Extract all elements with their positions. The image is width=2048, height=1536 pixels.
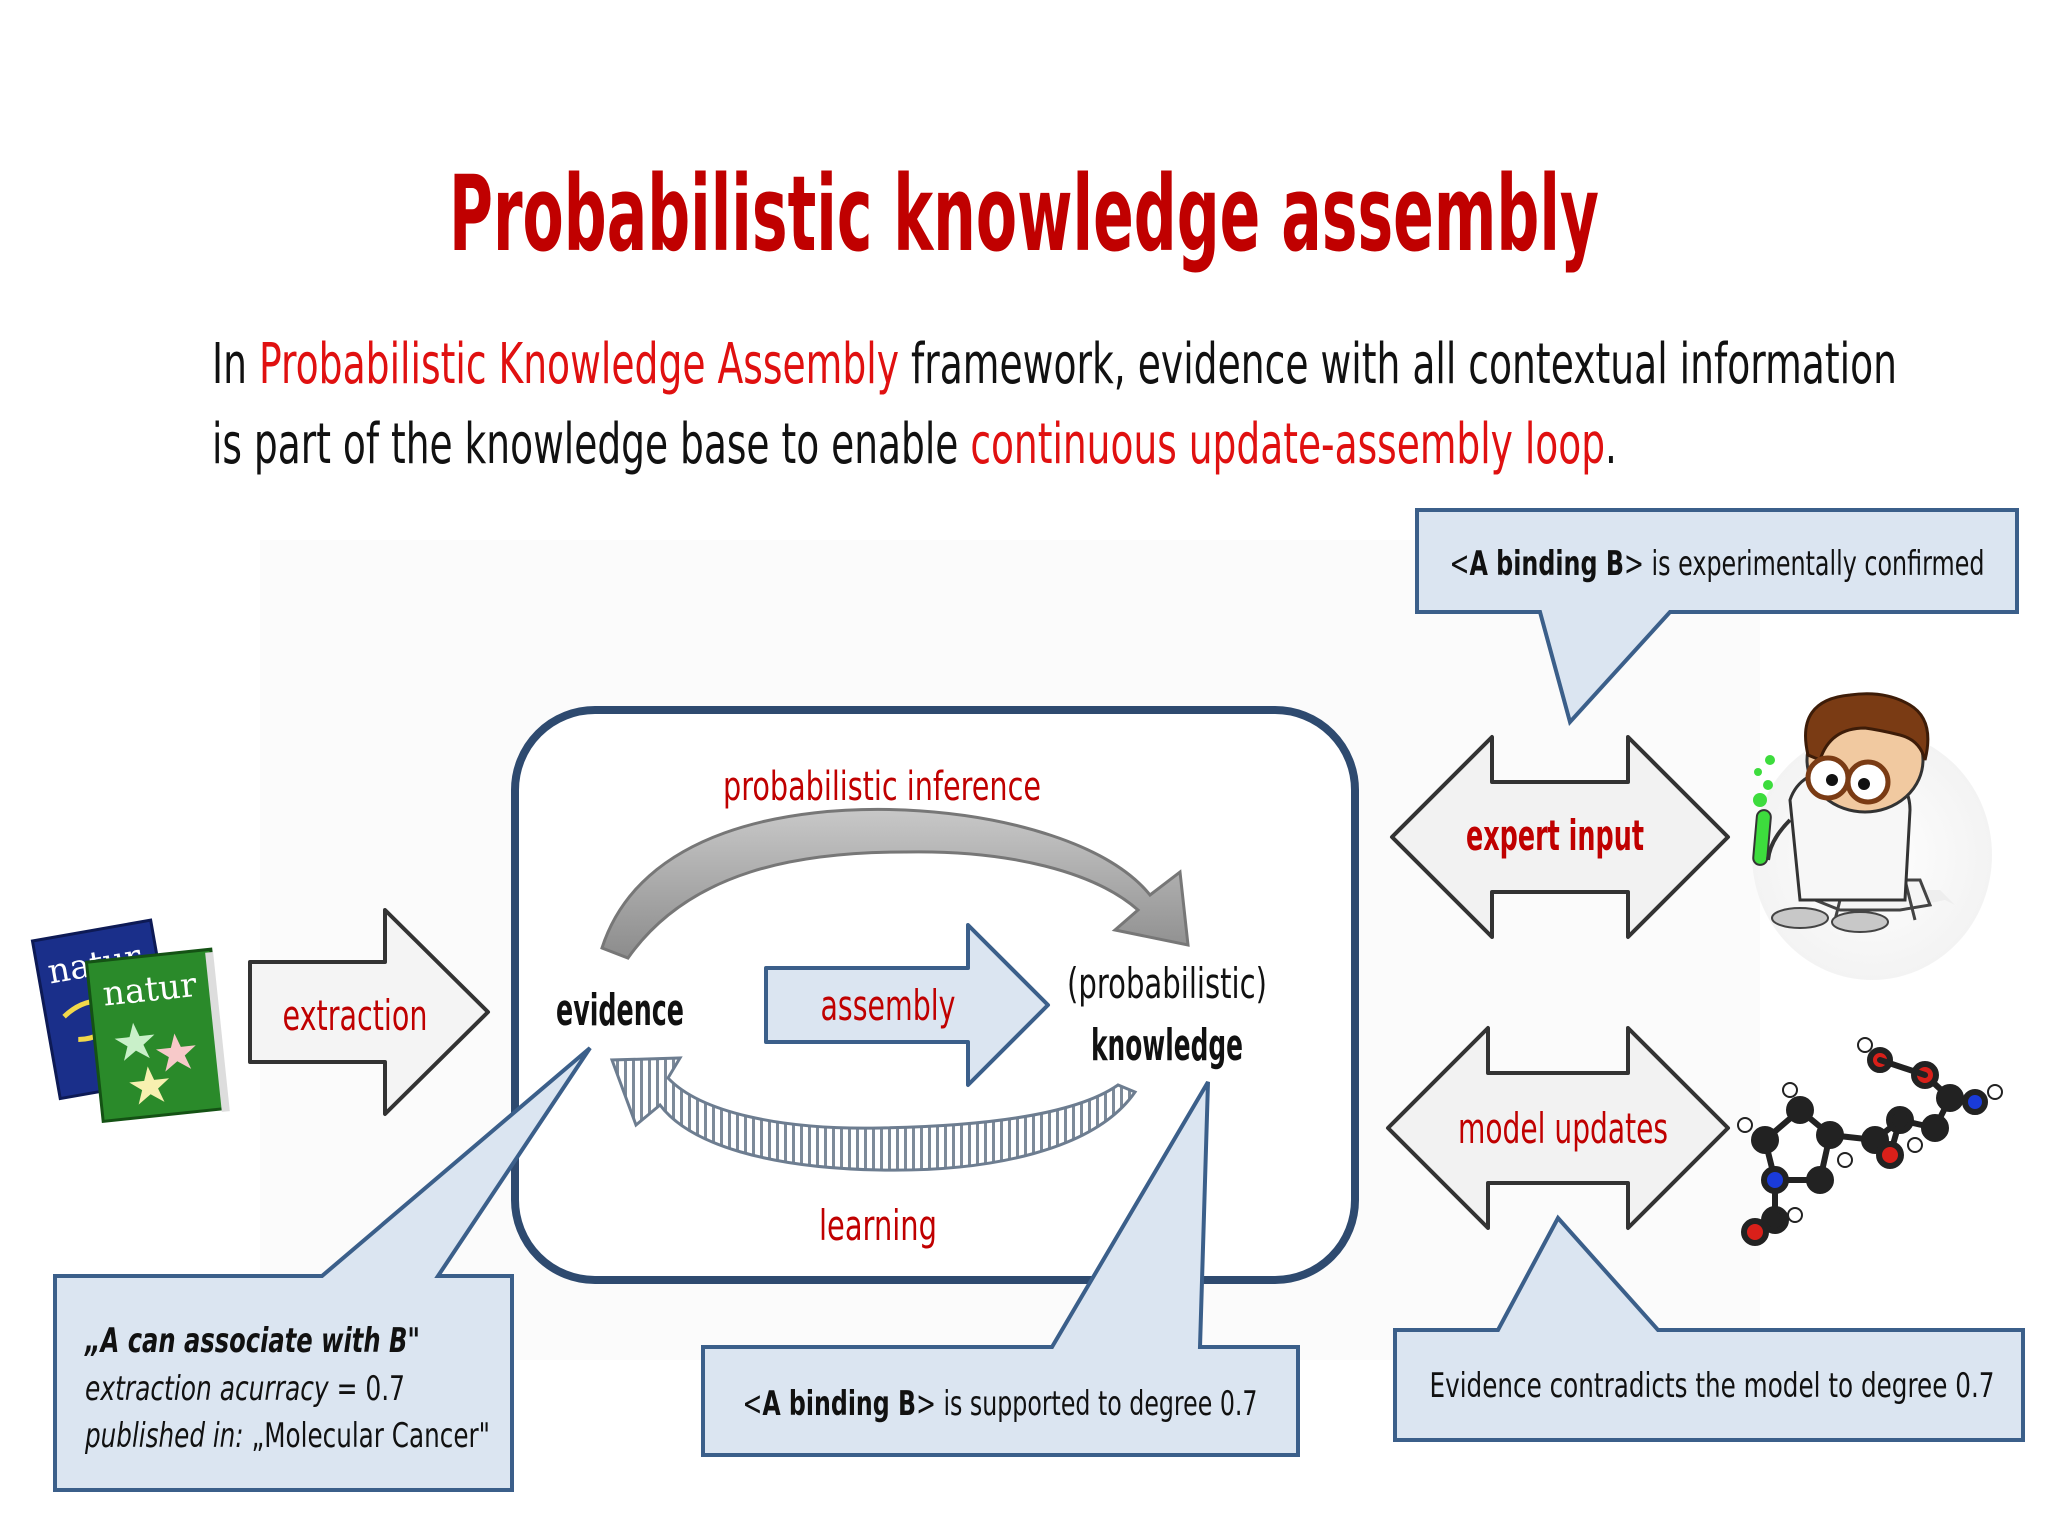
knowledge-callout-lt: <	[743, 1384, 763, 1424]
extraction-label: extraction	[283, 991, 428, 1040]
evidence-node: evidence	[556, 985, 684, 1036]
learning-label: learning	[819, 1201, 937, 1250]
molecule-icon	[1737, 1037, 2003, 1246]
journal-front-title: natur	[101, 965, 199, 1015]
intro-line-1-c: framework, evidence with all contextual …	[899, 332, 1897, 397]
inference-label: probabilistic inference	[723, 764, 1041, 810]
inference-arc	[600, 807, 1190, 960]
published-value: „Molecular Cancer"	[244, 1416, 490, 1456]
evidence-callout-accuracy: extraction acurracy = 0.7	[85, 1369, 405, 1409]
expert-input-label: expert input	[1466, 811, 1644, 860]
expert-callout-rest: is experimentally confirmed	[1644, 544, 1985, 584]
expert-input-arrow: expert input	[1390, 735, 1730, 939]
intro-line-2-highlight: continuous update-assembly loop	[970, 412, 1605, 477]
learning-arc	[609, 1056, 1138, 1172]
scientist-icon	[1752, 692, 1992, 980]
expert-callout-bold: A binding B	[1469, 544, 1624, 584]
expert-callout-gt: >	[1624, 544, 1644, 584]
model-callout: Evidence contradicts the model to degree…	[1393, 1214, 2025, 1442]
evidence-callout-published: published in: „Molecular Cancer"	[84, 1416, 490, 1456]
model-callout-text: Evidence contradicts the model to degree…	[1430, 1366, 1995, 1406]
journal-icon: natur natur	[30, 918, 230, 1124]
evidence-callout-quote: „A can associate with B"	[84, 1321, 420, 1361]
accuracy-label: extraction acurracy	[85, 1369, 329, 1409]
star-icon	[114, 1022, 155, 1061]
knowledge-callout-text: <A binding B> is supported to degree 0.7	[743, 1384, 1258, 1424]
intro-line-2-a: is part of the knowledge base to enable	[212, 412, 970, 477]
intro-line-1-highlight: Probabilistic Knowledge Assembly	[259, 332, 899, 397]
model-updates-arrow: model updates	[1386, 1026, 1730, 1230]
knowledge-node-line2: knowledge	[1091, 1020, 1243, 1071]
model-updates-label: model updates	[1458, 1104, 1668, 1153]
intro-line-2-c: .	[1605, 412, 1617, 477]
knowledge-node-line1: (probabilistic)	[1067, 959, 1267, 1008]
star-icon	[155, 1033, 196, 1072]
knowledge-callout-bold: A binding B	[762, 1384, 916, 1424]
intro-line-2: is part of the knowledge base to enable …	[212, 412, 1617, 477]
intro-line-1: In Probabilistic Knowledge Assembly fram…	[212, 332, 1897, 397]
knowledge-callout-gt: >	[916, 1384, 936, 1424]
knowledge-callout-rest: is supported to degree 0.7	[936, 1384, 1258, 1424]
knowledge-callout: <A binding B> is supported to degree 0.7	[701, 1080, 1300, 1457]
published-label: published in:	[84, 1416, 243, 1456]
expert-callout: <A binding B> is experimentally confirme…	[1415, 508, 2019, 727]
assembly-label: assembly	[821, 981, 956, 1030]
assembly-arrow: assembly	[764, 923, 1050, 1087]
evidence-callout: „A can associate with B" extraction acur…	[53, 1046, 592, 1492]
intro-line-1-a: In	[212, 332, 259, 397]
extraction-arrow: extraction	[248, 908, 490, 1116]
accuracy-value: = 0.7	[329, 1369, 405, 1409]
expert-callout-lt: <	[1450, 544, 1470, 584]
page-title: Probabilistic knowledge assembly	[449, 153, 1599, 275]
expert-callout-text: <A binding B> is experimentally confirme…	[1450, 544, 1985, 584]
star-icon	[129, 1066, 170, 1105]
